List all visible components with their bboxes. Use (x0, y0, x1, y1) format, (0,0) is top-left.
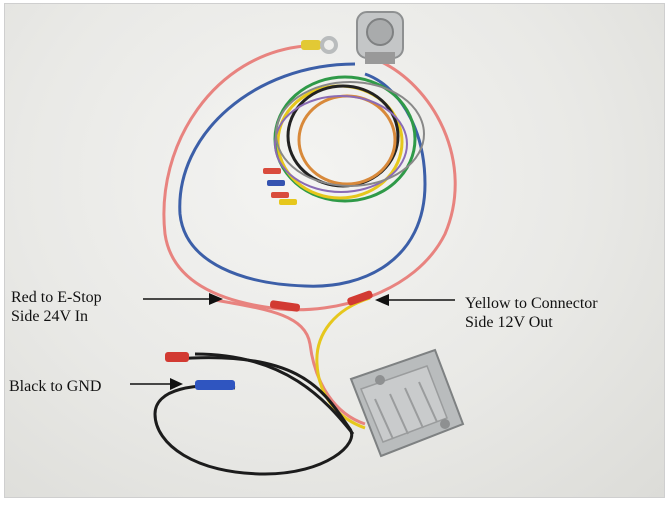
arrow-black (130, 378, 183, 390)
arrow-yellow (375, 294, 455, 306)
blue-butt-splice (195, 380, 235, 390)
red-lead (214, 298, 366, 426)
arrow-red (143, 293, 223, 305)
dc-converter-module (349, 348, 465, 458)
label-line: Side 12V Out (465, 314, 553, 331)
ring-terminal (301, 36, 338, 54)
label-line: Yellow to Connector (465, 295, 598, 312)
label-line: Red to E-Stop (11, 289, 102, 306)
blue-wire-loop (178, 62, 427, 288)
circular-connector (356, 11, 404, 64)
yellow-heatshrink (347, 290, 373, 306)
wiring-illustration (130, 11, 465, 476)
label-yellow-connector: Yellow to Connector Side 12V Out (465, 294, 598, 332)
label-red-estop: Red to E-Stop Side 24V In (11, 288, 102, 326)
photo-frame: Red to E-Stop Side 24V In Yellow to Conn… (4, 3, 665, 498)
red-heatshrink (269, 300, 301, 312)
label-line: Black to GND (9, 378, 102, 395)
label-line: Side 24V In (11, 308, 89, 325)
label-black-gnd: Black to GND (9, 377, 101, 396)
crimp-terminals (263, 168, 297, 205)
yellow-lead (315, 296, 371, 430)
black-wire-loop (153, 356, 354, 476)
red-ring-terminal (165, 352, 189, 362)
